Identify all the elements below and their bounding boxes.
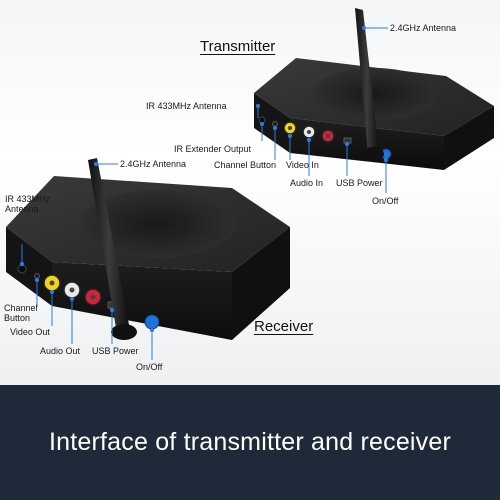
channel-button: [34, 273, 40, 279]
receiver-video-out-label: Video Out: [10, 327, 50, 337]
leader-lines: [19, 25, 389, 360]
receiver-device: [6, 158, 290, 340]
on-off-button: [144, 314, 160, 330]
channel-button: [272, 121, 278, 127]
transmitter-title: Transmitter: [200, 38, 276, 55]
transmitter-antenna-label: 2.4GHz Antenna: [390, 23, 457, 33]
receiver-usb-power-label: USB Power: [92, 346, 139, 356]
transmitter-ir-antenna-label: IR 433MHz Antenna: [146, 101, 227, 111]
receiver-antenna-label: 2.4GHz Antenna: [120, 159, 187, 169]
receiver-ir-antenna-label-1: IR 433MHz: [5, 194, 51, 204]
transmitter-channel-button-label: Channel Button: [214, 160, 277, 170]
transmitter-audio-in-label: Audio In: [290, 178, 324, 188]
product-photo: Transmitter 2.4GHz Antenna IR 433MHz Ant…: [0, 0, 500, 385]
transmitter-device: [254, 8, 494, 170]
receiver-channel-button-label-1: Channel: [4, 303, 38, 313]
device-illustration: [6, 8, 494, 360]
transmitter-on-off-label: On/Off: [372, 196, 399, 206]
caption-text: Interface of transmitter and receiver: [48, 428, 452, 456]
receiver-title: Receiver: [254, 318, 314, 335]
transmitter-antenna: [355, 8, 379, 156]
receiver-channel-button-label-2: Button: [4, 313, 31, 323]
caption-banner: Interface of transmitter and receiver: [0, 385, 500, 500]
receiver-antenna: [88, 158, 130, 334]
transmitter-usb-power-label: USB Power: [336, 178, 383, 188]
speaker-grille: [313, 68, 437, 120]
receiver-audio-out-label: Audio Out: [40, 346, 81, 356]
speaker-grille: [80, 190, 236, 258]
receiver-ir-antenna-label-2: Antenna: [5, 204, 39, 214]
transmitter-video-in-label: Video In: [286, 160, 319, 170]
ir-port: [17, 264, 27, 274]
receiver-on-off-label: On/Off: [136, 362, 163, 372]
transmitter-ir-extender-label: IR Extender Output: [174, 144, 252, 154]
